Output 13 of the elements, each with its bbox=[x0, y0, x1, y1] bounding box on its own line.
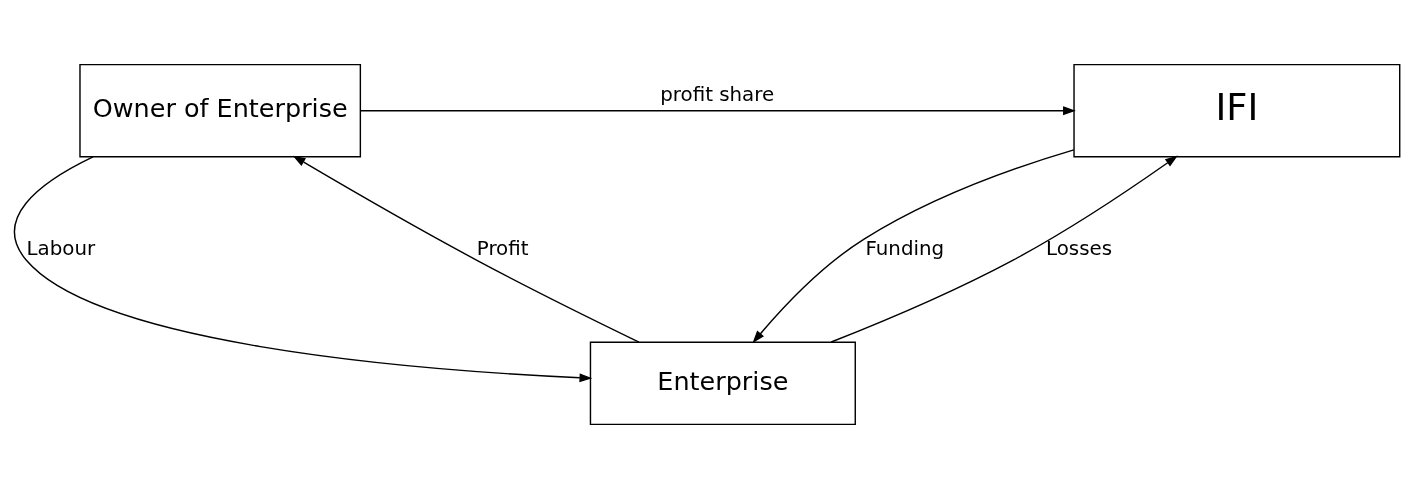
node-box: IFI bbox=[1073, 63, 1401, 157]
edge-label: Funding bbox=[865, 236, 945, 260]
node-box: Enterprise bbox=[589, 341, 856, 425]
arrow bbox=[359, 105, 1076, 115]
edge-label: Labour bbox=[26, 236, 96, 260]
node-box: Owner of Enterprise bbox=[79, 63, 362, 157]
edge-label: Losses bbox=[1046, 236, 1112, 260]
arrow bbox=[292, 155, 640, 343]
arrow bbox=[752, 148, 1075, 343]
arrow bbox=[830, 155, 1178, 343]
edge-label: Profit bbox=[476, 236, 529, 260]
arrow bbox=[13, 155, 593, 382]
edge-label: profit share bbox=[660, 82, 775, 106]
